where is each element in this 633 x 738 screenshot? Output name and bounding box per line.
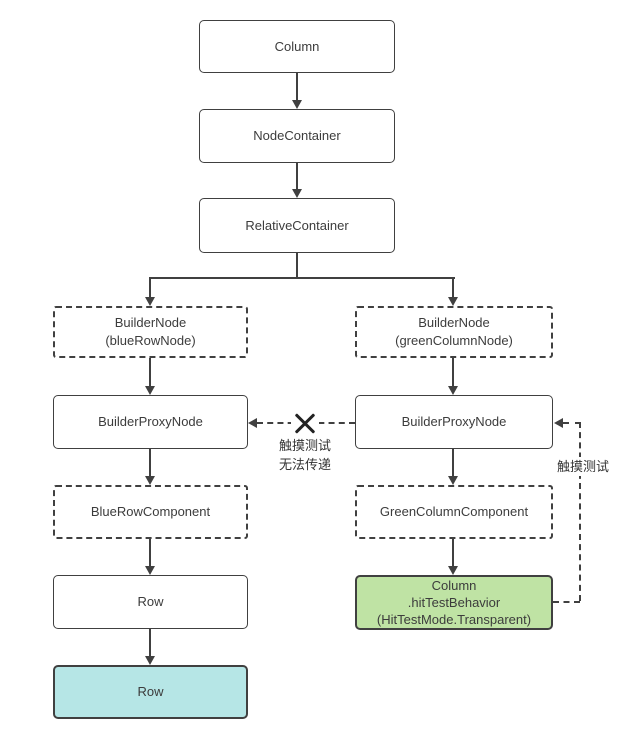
row-label: Row <box>137 594 164 609</box>
connector-left-drop <box>149 277 151 298</box>
edge-buildernode-proxy-left <box>149 358 151 386</box>
column-hittest-line3: (HitTestMode.Transparent) <box>376 612 532 627</box>
node-nodecontainer-label: NodeContainer <box>253 128 341 143</box>
greencolumncomponent-label: GreenColumnComponent <box>379 504 529 519</box>
edge-row-rowfilled <box>149 629 151 656</box>
node-column: Column <box>199 20 395 73</box>
connector-stem <box>296 253 298 278</box>
column-hittest-line1: Column <box>431 578 477 593</box>
connector-crossbar <box>149 277 455 279</box>
blocked-cross-icon <box>291 409 319 437</box>
arrowhead-down-icon <box>145 386 155 395</box>
buildernode-green-line2: (greenColumnNode) <box>395 333 513 348</box>
arrowhead-down-icon <box>145 656 155 665</box>
builderproxynode-left-label: BuilderProxyNode <box>98 414 203 429</box>
arrowhead-left-icon <box>248 418 257 428</box>
node-column-label: Column <box>274 38 320 54</box>
arrowhead-down-icon <box>145 476 155 485</box>
blocked-touch-note-line1: 触摸测试 <box>278 438 331 453</box>
buildernode-blue-line1: BuilderNode <box>114 315 187 330</box>
node-row: Row <box>53 575 248 629</box>
edge-bluerowcomponent-row <box>149 539 151 566</box>
node-column-hittest: Column .hitTestBehavior (HitTestMode.Tra… <box>355 575 553 630</box>
node-relativecontainer: RelativeContainer <box>199 198 395 253</box>
node-nodecontainer: NodeContainer <box>199 109 395 163</box>
node-row-filled: Row <box>53 665 248 719</box>
arrowhead-down-icon <box>292 189 302 198</box>
touch-loop-vertical-line <box>579 422 581 601</box>
edge-proxy-greencolumncomponent <box>452 449 454 476</box>
touch-test-note: 触摸测试 <box>547 457 619 476</box>
column-hittest-line2: .hitTestBehavior <box>407 595 501 610</box>
bluerowcomponent-label: BlueRowComponent <box>90 504 211 519</box>
node-builderproxynode-right: BuilderProxyNode <box>355 395 553 449</box>
buildernode-green-line1: BuilderNode <box>418 315 490 330</box>
arrowhead-left-icon <box>554 418 563 428</box>
arrowhead-down-icon <box>292 100 302 109</box>
edge-nodecontainer-relativecontainer <box>296 163 298 190</box>
edge-proxy-bluerowcomponent <box>149 449 151 476</box>
blocked-touch-note-line2: 无法传递 <box>278 457 331 472</box>
arrowhead-down-icon <box>448 476 458 485</box>
arrowhead-down-icon <box>448 297 458 306</box>
builderproxynode-right-label: BuilderProxyNode <box>401 414 507 429</box>
connector-right-drop <box>452 277 454 298</box>
arrowhead-down-icon <box>448 386 458 395</box>
node-relativecontainer-label: RelativeContainer <box>245 217 349 233</box>
edge-greencolumncomponent-columnhittest <box>452 539 454 566</box>
node-bluerowcomponent: BlueRowComponent <box>53 485 248 539</box>
blocked-touch-note: 触摸测试 无法传递 <box>269 436 341 474</box>
node-buildernode-blue: BuilderNode (blueRowNode) <box>53 306 248 358</box>
node-buildernode-green: BuilderNode (greenColumnNode) <box>355 306 553 358</box>
node-builderproxynode-left: BuilderProxyNode <box>53 395 248 449</box>
arrowhead-down-icon <box>145 297 155 306</box>
arrowhead-down-icon <box>145 566 155 575</box>
edge-column-nodecontainer <box>296 73 298 101</box>
row-filled-label: Row <box>137 684 164 699</box>
node-greencolumncomponent: GreenColumnComponent <box>355 485 553 539</box>
buildernode-blue-line2: (blueRowNode) <box>105 333 196 348</box>
touch-loop-top-line <box>563 422 581 424</box>
edge-buildernode-proxy-right <box>452 358 454 386</box>
touch-loop-bottom-line <box>553 601 580 603</box>
arrowhead-down-icon <box>448 566 458 575</box>
